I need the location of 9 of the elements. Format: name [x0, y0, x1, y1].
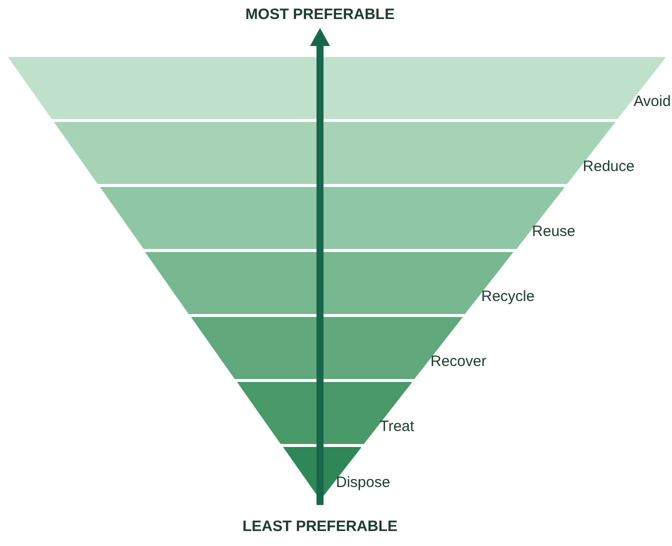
band-label: Recover: [430, 353, 486, 370]
band-label: Avoid: [634, 93, 671, 110]
band-label: Dispose: [336, 474, 390, 491]
band-label: Treat: [380, 418, 414, 435]
band-label: Reduce: [582, 158, 634, 175]
band-label: Recycle: [481, 288, 535, 305]
bottom-label: LEAST PREFERABLE: [241, 518, 398, 535]
band-label: Reuse: [532, 223, 576, 240]
top-label: MOST PREFERABLE: [244, 6, 396, 23]
